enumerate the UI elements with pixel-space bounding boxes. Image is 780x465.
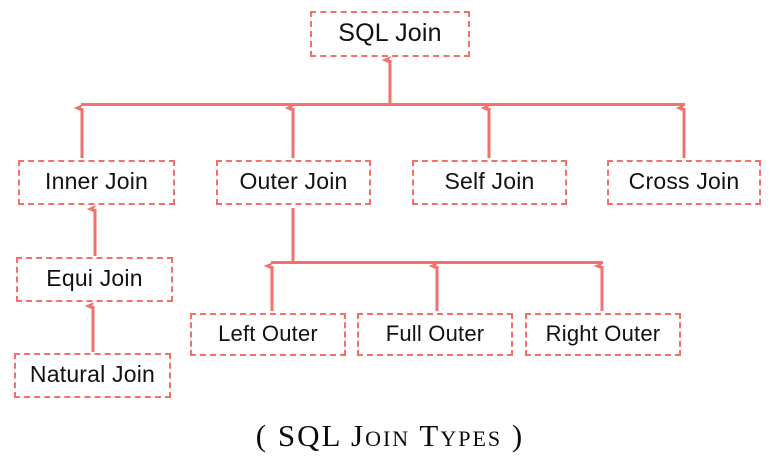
node-sql-join[interactable]: SQL Join — [310, 11, 470, 57]
node-right-outer-label: Right Outer — [545, 320, 661, 346]
node-full-outer-label: Full Outer — [385, 320, 485, 346]
node-cross-join-label: Cross Join — [628, 168, 740, 194]
node-left-outer[interactable]: Left Outer — [190, 313, 346, 356]
node-outer-join-label: Outer Join — [239, 168, 348, 194]
node-outer-join[interactable]: Outer Join — [216, 160, 371, 205]
node-self-join[interactable]: Self Join — [412, 160, 567, 205]
node-right-outer[interactable]: Right Outer — [525, 313, 681, 356]
node-sql-join-label: SQL Join — [338, 18, 442, 47]
node-inner-join-label: Inner Join — [44, 168, 148, 194]
diagram-caption: ( SQL Join Types ) — [255, 418, 525, 453]
node-self-join-label: Self Join — [444, 168, 535, 194]
node-natural-join-label: Natural Join — [29, 361, 156, 387]
node-equi-join[interactable]: Equi Join — [16, 257, 173, 302]
node-full-outer[interactable]: Full Outer — [357, 313, 513, 356]
node-inner-join[interactable]: Inner Join — [18, 160, 175, 205]
node-cross-join[interactable]: Cross Join — [607, 160, 761, 205]
node-equi-join-label: Equi Join — [46, 265, 143, 291]
node-natural-join[interactable]: Natural Join — [14, 353, 171, 398]
node-left-outer-label: Left Outer — [218, 320, 318, 346]
